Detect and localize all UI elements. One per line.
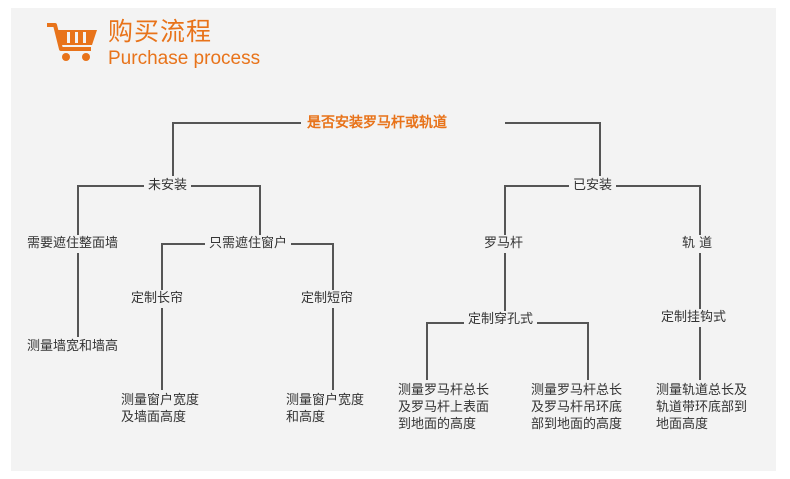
node-cover-window-only: 只需遮住窗户 [205, 235, 292, 253]
shopping-cart-icon [47, 23, 97, 61]
node-installed: 已安装 [569, 177, 617, 195]
node-roman-rod: 罗马杆 [480, 235, 528, 253]
node-custom-short-curtain: 定制短帘 [297, 290, 358, 308]
node-cover-whole-wall: 需要遮住整面墙 [23, 235, 123, 253]
node-measure-track: 测量轨道总长及 轨道带环底部到 地面高度 [656, 383, 748, 432]
node-custom-punch-rings: 定制穿孔式 [464, 311, 538, 329]
node-measure-short-curtain: 测量窗户宽度 和高度 [286, 393, 365, 425]
node-custom-hook: 定制挂钩式 [657, 309, 731, 327]
node-root-question: 是否安装罗马杆或轨道 [301, 114, 453, 132]
node-measure-rod-ring: 测量罗马杆总长 及罗马杆吊环底 部到地面的高度 [531, 383, 623, 432]
diagram-panel [11, 8, 776, 471]
connector-punch-rings [426, 322, 589, 380]
page-subtitle: Purchase process [108, 48, 261, 69]
connector-root-right [505, 122, 601, 176]
connector-root-left [172, 122, 305, 176]
node-measure-wall: 测量墙宽和墙高 [23, 338, 123, 356]
node-measure-rod-top: 测量罗马杆总长 及罗马杆上表面 到地面的高度 [398, 383, 490, 432]
page-title: 购买流程 [108, 17, 213, 46]
node-custom-long-curtain: 定制长帘 [127, 290, 188, 308]
node-measure-long-curtain: 测量窗户宽度 及墙面高度 [121, 393, 200, 425]
node-not-installed: 未安装 [144, 177, 192, 195]
node-track: 轨 道 [678, 235, 717, 253]
